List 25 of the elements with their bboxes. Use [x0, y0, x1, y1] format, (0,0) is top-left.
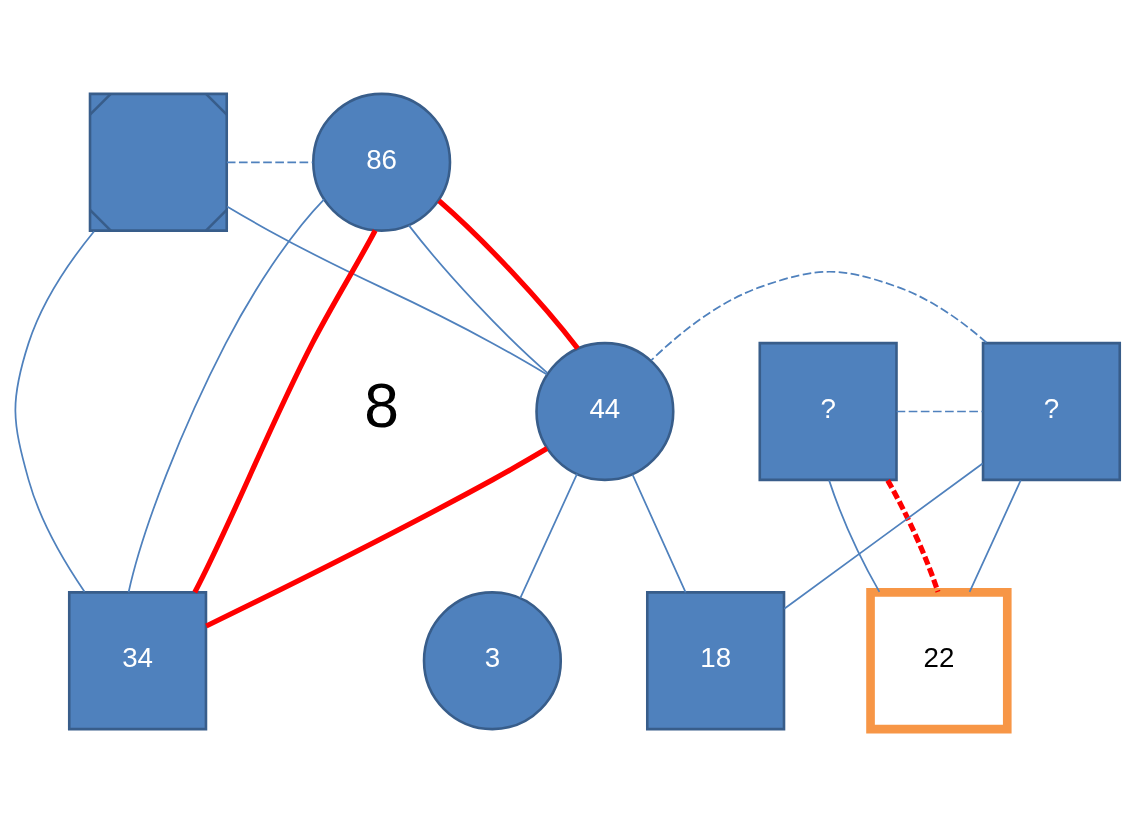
connector: [205, 446, 549, 629]
node-circle: 86: [311, 92, 452, 232]
node-circle: 44: [535, 341, 675, 482]
node-box: 18: [646, 591, 786, 731]
node-box: ?: [981, 341, 1122, 482]
connector: [226, 205, 548, 376]
connector: [631, 473, 687, 594]
connector: [225, 161, 314, 164]
node-circle: 3: [422, 591, 563, 731]
connector: [895, 410, 984, 413]
connector: [14, 230, 95, 593]
connector: [519, 473, 578, 599]
node-box: ?: [758, 341, 898, 482]
node-box: 22: [866, 588, 1012, 734]
label: 8: [364, 370, 399, 440]
connector: [127, 198, 325, 594]
connector: [885, 479, 941, 593]
connector: [192, 229, 378, 594]
connector: [828, 479, 881, 593]
connector: [437, 198, 580, 350]
connector: [968, 479, 1022, 593]
connector: [783, 462, 984, 610]
connector: [650, 270, 988, 362]
connector: [408, 224, 549, 374]
node-box: 34: [67, 591, 208, 731]
